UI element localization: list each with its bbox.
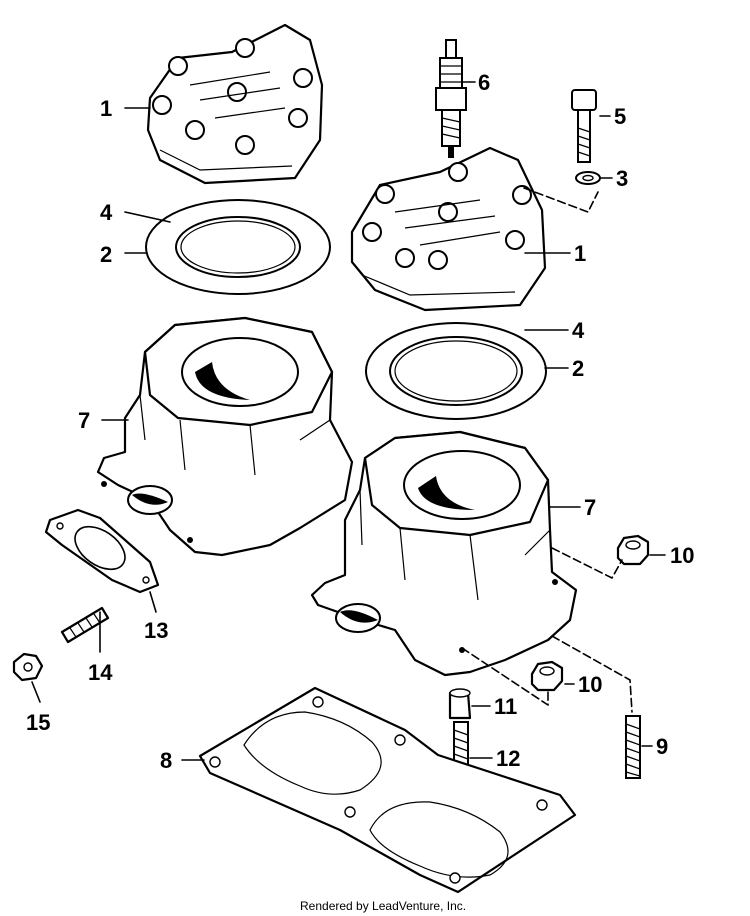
- callout-5: 5: [614, 104, 626, 129]
- callout-9: 9: [656, 734, 668, 759]
- callout-10-lower: 10: [578, 672, 602, 697]
- exhaust-stud: [60, 606, 110, 644]
- callout-7-left: 7: [78, 408, 90, 433]
- leader-lines: [31, 81, 666, 761]
- head-gasket-right: [365, 322, 547, 420]
- spark-plug: [435, 39, 467, 158]
- cylinder-head-left: [146, 23, 324, 185]
- callout-labels: 1 4 2 6 5 3 1 4 2 7 7 10 13 14 15 10 11 …: [26, 70, 694, 773]
- callout-2-right: 2: [572, 356, 584, 381]
- cylinder-right: [310, 430, 578, 677]
- callout-10-upper: 10: [670, 543, 694, 568]
- cylinder-stud-short: [625, 715, 641, 779]
- cylinder-nut-lower: [530, 660, 564, 692]
- cylinder-left: [96, 316, 354, 557]
- callout-1-right: 1: [574, 241, 586, 266]
- base-gasket: [198, 686, 577, 894]
- flange-nut: [12, 652, 44, 682]
- cylinder-nut-upper: [616, 534, 650, 566]
- callout-15: 15: [26, 710, 50, 735]
- callout-3: 3: [616, 166, 628, 191]
- head-bolt: [571, 89, 597, 163]
- stud-nut: [448, 688, 472, 720]
- callout-8: 8: [160, 748, 172, 773]
- callout-11: 11: [494, 694, 517, 719]
- callout-14: 14: [88, 660, 113, 685]
- callout-2-left: 2: [100, 242, 112, 267]
- footer-credit: Rendered by LeadVenture, Inc.: [300, 899, 466, 913]
- callout-6: 6: [478, 70, 490, 95]
- exhaust-gasket: [44, 508, 160, 594]
- cylinder-head-right: [350, 146, 547, 312]
- head-gasket-left: [145, 199, 331, 295]
- callout-4-left: 4: [100, 200, 113, 225]
- callout-7-right: 7: [584, 495, 596, 520]
- callout-13: 13: [144, 618, 168, 643]
- callout-4-right: 4: [572, 318, 585, 343]
- callout-1-left: 1: [100, 96, 112, 121]
- washer: [575, 171, 601, 185]
- callout-12: 12: [496, 746, 520, 771]
